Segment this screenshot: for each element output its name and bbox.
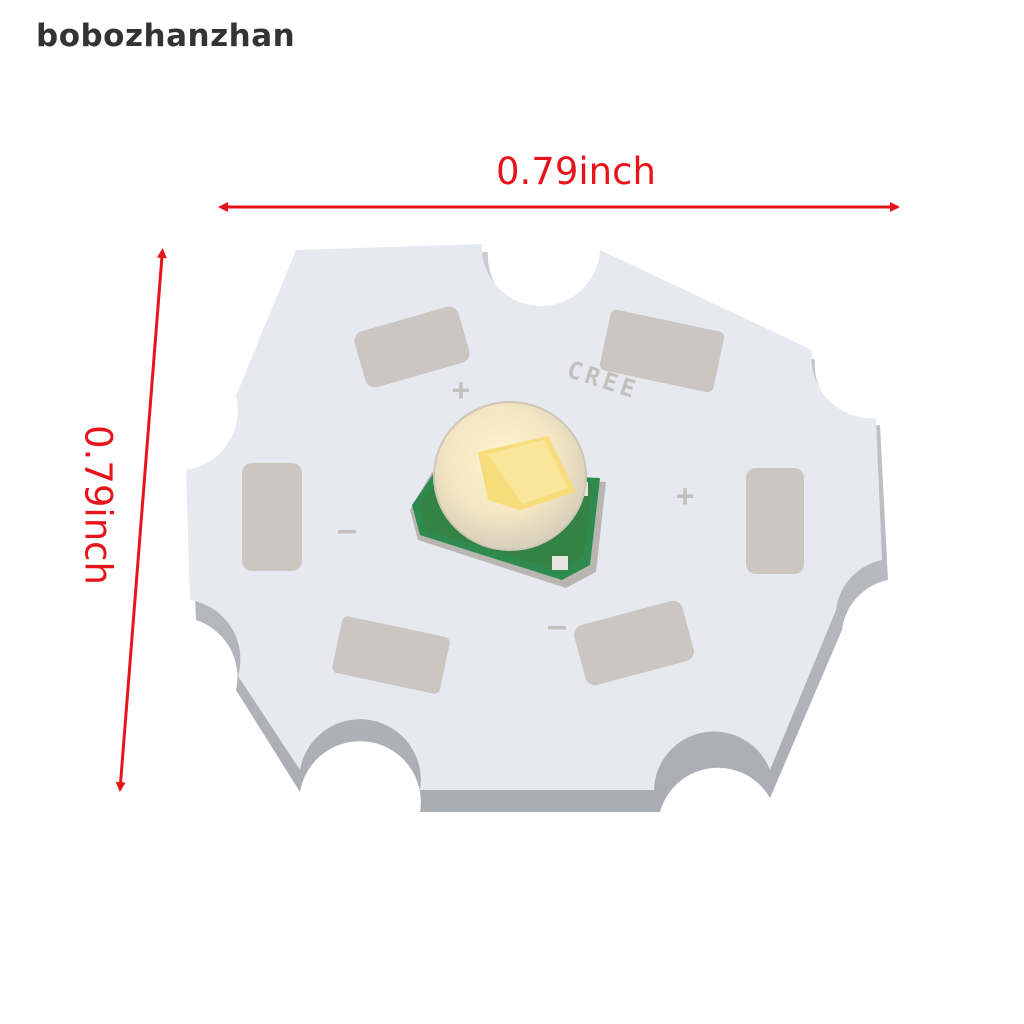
watermark-text: bobozhanzhan (36, 18, 296, 54)
height-dimension-arrow (115, 248, 167, 792)
minus-mark: – (548, 609, 567, 644)
plus-mark: + (676, 479, 694, 514)
width-dimension-label: 0.79inch (496, 150, 656, 193)
solder-pads (242, 306, 804, 694)
height-dimension-label: 0.79inch (76, 425, 120, 585)
led-emitter (410, 401, 606, 588)
minus-mark: – (338, 513, 357, 548)
plus-mark: + (452, 373, 470, 408)
